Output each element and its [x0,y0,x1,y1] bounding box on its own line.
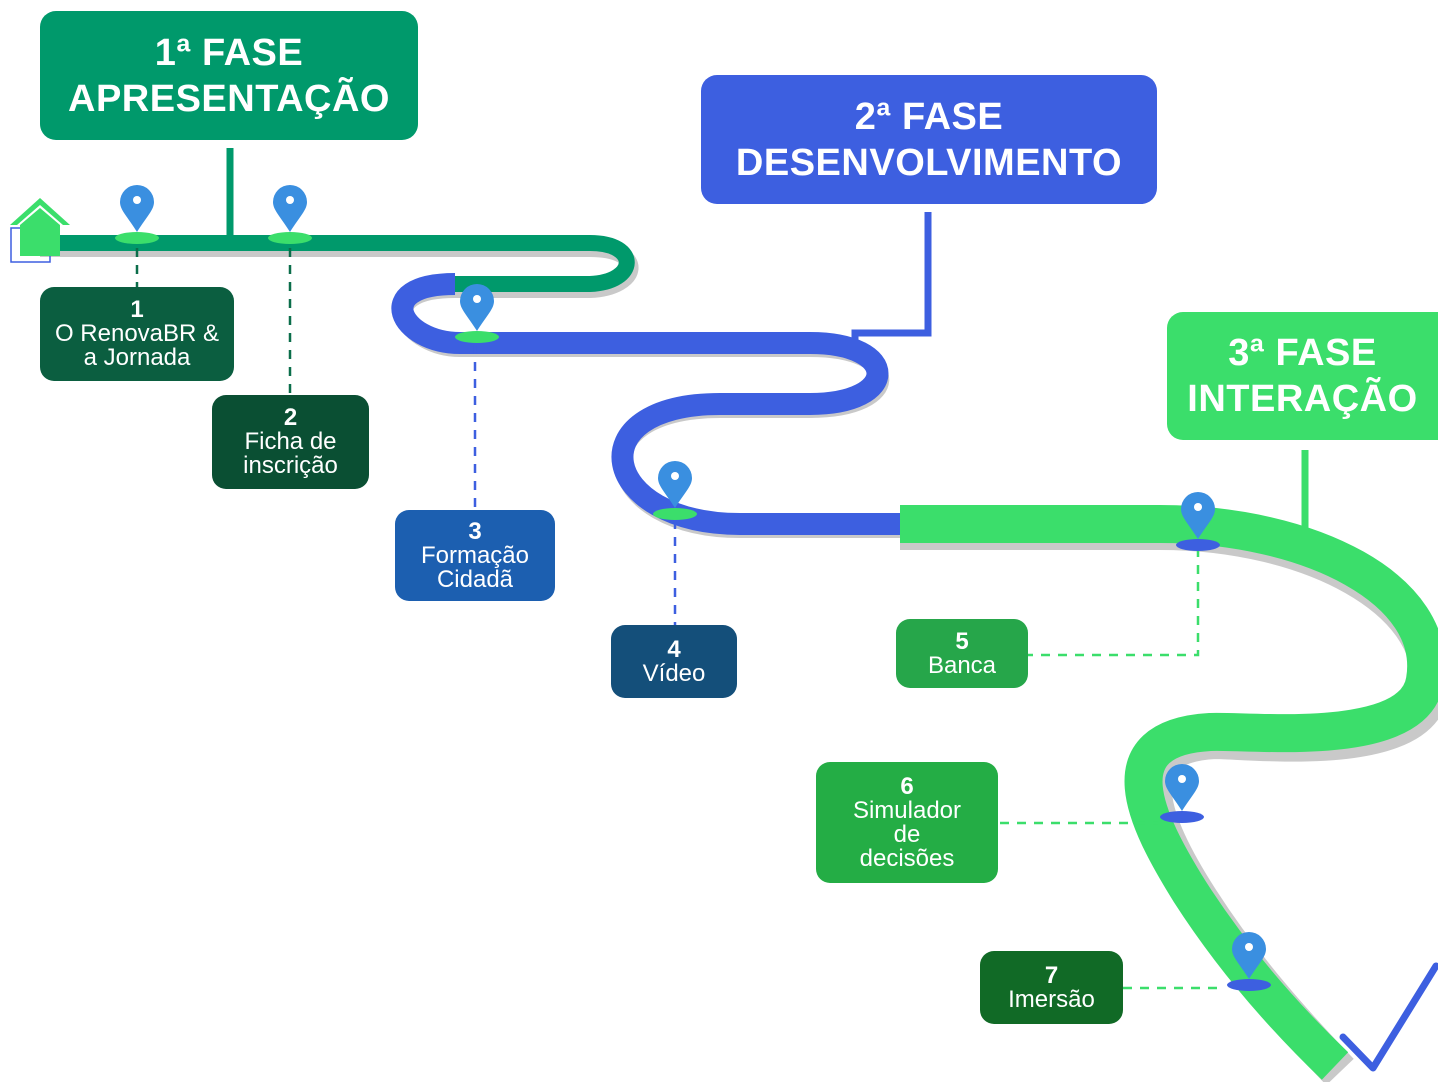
step-5-text-line1: Banca [927,651,997,679]
phase-1-label: 1ª FASE [154,31,304,74]
step-4-text-line1: Vídeo [642,659,706,687]
phase-2-title: DESENVOLVIMENTO [735,141,1123,184]
step-1-text-line2: a Jornada [83,344,191,371]
step-4-box: 4 Vídeo [611,625,737,698]
road [40,235,1438,1080]
road-phase2 [391,273,900,535]
map-pin-icon-3 [455,284,499,343]
phase-connectors [226,148,1309,555]
phase-3-title: INTERAÇÃO [1187,378,1418,420]
step-6-number: 6 [900,772,914,800]
step-1-text-line1: O RenovaBR & [54,320,220,347]
phase-2-box: 2ª FASE DESENVOLVIMENTO [701,75,1157,204]
step-7-box: 7 Imersão [980,951,1123,1024]
home-icon [10,198,70,263]
map-pin-icon-7 [1227,932,1271,991]
checkmark-icon [1339,962,1438,1072]
step-leaders [135,248,1225,990]
step-3-box: 3 Formação Cidadã [395,510,555,601]
step-5-number: 5 [955,627,969,655]
step-7-text-line1: Imersão [1008,985,1095,1013]
phase2-connector [851,212,932,360]
step-1-box: 1 O RenovaBR & a Jornada [40,287,234,381]
step-3-number: 3 [468,517,482,545]
step-5-box: 5 Banca [896,619,1028,688]
step-2-box: 2 Ficha de inscrição [212,395,369,489]
phase-3-label: 3ª FASE [1228,332,1377,374]
step-2-text-line2: inscrição [243,452,338,479]
step-6-text-line2: de [893,820,921,848]
step-6-text-line3: decisões [859,844,955,872]
phase-2-label: 2ª FASE [854,95,1004,138]
map-pin-icon-1 [115,185,159,244]
step-3-text-line2: Cidadã [436,565,514,593]
map-pins [115,185,1271,991]
map-pin-icon-4 [653,461,697,520]
step-2-text-line1: Ficha de [244,428,337,455]
map-pin-icon-6 [1160,764,1204,823]
step-2-number: 2 [283,404,298,431]
road-phase1 [40,235,635,292]
step-4-number: 4 [667,635,681,663]
step-1-number: 1 [130,296,144,323]
step-3-text-line1: Formação [420,541,530,569]
phase-1-box: 1ª FASE APRESENTAÇÃO [40,11,418,140]
step-6-box: 6 Simulador de decisões [816,762,998,883]
map-pin-icon-2 [268,185,312,244]
road-phase3 [900,505,1438,1080]
step-6-text-line1: Simulador [852,796,962,824]
leader-5 [1027,548,1200,657]
step-7-number: 7 [1044,961,1059,989]
phase-3-box: 3ª FASE INTERAÇÃO [1167,312,1438,440]
phase-1-title: APRESENTAÇÃO [68,77,390,120]
map-pin-icon-5 [1176,492,1220,551]
